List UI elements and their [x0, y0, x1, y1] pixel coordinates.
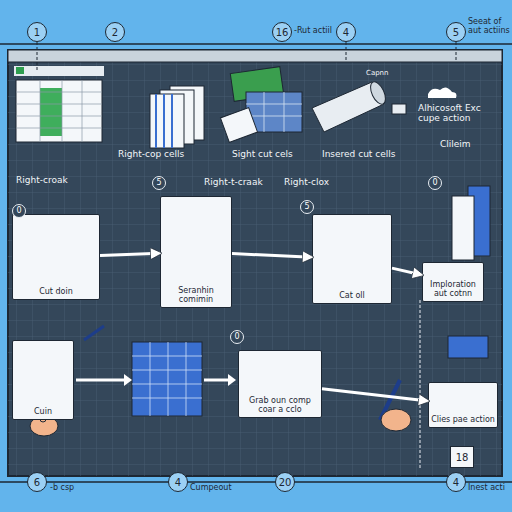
roll-end: [367, 80, 388, 107]
callout-number: 5: [446, 22, 466, 42]
sheet-stack: [150, 94, 184, 148]
panel-caption: Cat oll: [339, 292, 365, 301]
step-panel: Cuin: [12, 340, 74, 420]
flow-arrow: [322, 389, 428, 401]
grid-background: [8, 50, 502, 476]
step-panel: Imploration aut cotnn: [422, 262, 484, 302]
flow-arrow: [100, 253, 160, 255]
cell-lines: [16, 80, 102, 142]
leader-line: [420, 300, 421, 470]
note-text: Alhicosoft Exc cupe action: [418, 104, 500, 128]
callout-number: 5: [300, 200, 314, 214]
note-text: Cumpeout: [190, 484, 250, 496]
callout-number: 0: [12, 204, 26, 218]
note-text: Seeat of aut actiins: [468, 18, 512, 44]
note-text: Right-cop cells: [118, 150, 198, 162]
callout-number: 4: [446, 472, 466, 492]
note-text: Right-croak: [16, 176, 86, 188]
panel-caption: Grab oun comp coar a cclo: [241, 397, 319, 415]
leader-line: [37, 42, 38, 72]
step-panel: Clies pae action: [428, 382, 498, 428]
blue-columns: [156, 94, 172, 148]
number-box: 18: [450, 446, 474, 468]
note-text: Capnn: [366, 70, 406, 80]
arrow-line: [232, 254, 312, 258]
panel-caption: Clies pae action: [431, 416, 495, 425]
panel-caption: Imploration aut cotnn: [425, 281, 481, 299]
callout-number: 20: [275, 472, 295, 492]
hand: [381, 409, 411, 431]
app-window: [8, 50, 502, 476]
note-text: -b csp: [50, 484, 94, 496]
note-text: Insered cut cells: [322, 150, 412, 162]
selected-cells: [40, 88, 62, 136]
arrow-line: [392, 268, 422, 275]
excel-icon: [16, 67, 24, 74]
callout-number: 1: [27, 22, 47, 42]
callout-number: 16: [272, 22, 292, 42]
panel-caption: Cuin: [34, 408, 52, 417]
panel-caption: Seranhin: [178, 287, 214, 296]
arrow-line: [100, 253, 160, 255]
callout-number: 5: [152, 176, 166, 190]
frame-line: [0, 481, 512, 483]
note-text: Right-t-craak: [204, 178, 280, 190]
panel-caption: comimin: [179, 296, 213, 305]
step-panel: Grab oun comp coar a cclo: [238, 350, 322, 418]
frame-line: [0, 43, 512, 45]
flow-arrow: [76, 379, 124, 382]
leader-line: [456, 42, 457, 60]
binder: [452, 196, 474, 260]
step-panel: Cut doin: [12, 214, 100, 300]
spreadsheet: [16, 80, 102, 142]
cloud: [428, 87, 457, 98]
note-text: Inest acti: [468, 484, 512, 496]
blue-card: [448, 336, 488, 358]
title-bar: [8, 50, 502, 62]
toolbar: [14, 66, 104, 76]
note-text: Right-clox: [284, 178, 348, 190]
flow-arrow: [392, 268, 422, 275]
callout-number: 4: [336, 22, 356, 42]
arrow-head: [228, 374, 236, 386]
note-text: Clileim: [440, 140, 496, 152]
panel-caption: Cut doin: [39, 288, 73, 297]
arrow-head: [124, 374, 132, 386]
callout-number: 6: [27, 472, 47, 492]
callout-number: 0: [230, 330, 244, 344]
cell-lines: [132, 342, 202, 416]
paper-scrap: [220, 108, 257, 143]
step-panel: Seranhincomimin: [160, 196, 232, 308]
eraser: [392, 104, 406, 114]
callout-number: 4: [168, 472, 188, 492]
callout-number: 0: [428, 176, 442, 190]
pen: [84, 326, 104, 340]
arrow-line: [322, 389, 428, 401]
note-text: Sight cut cels: [232, 150, 312, 162]
leader-line: [346, 42, 347, 60]
flow-arrow: [232, 254, 312, 258]
flow-arrow: [204, 379, 228, 382]
step-panel: Cat oll: [312, 214, 392, 304]
blue-spreadsheet: [132, 342, 202, 416]
callout-number: 2: [105, 22, 125, 42]
